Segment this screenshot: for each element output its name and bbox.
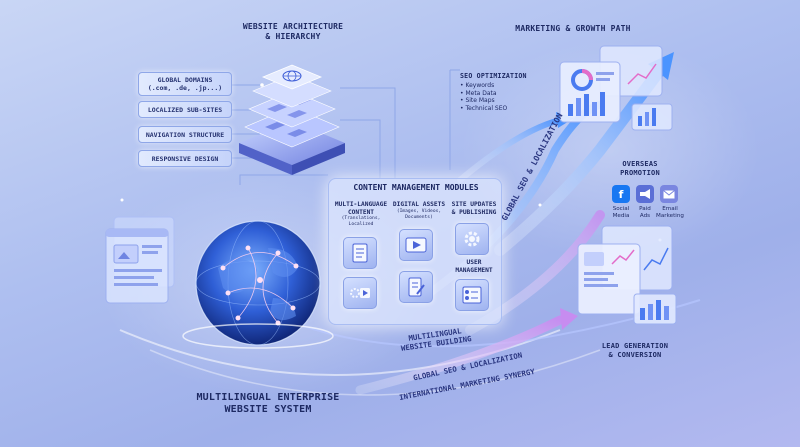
cms-col2-sub1: (Images, Videos, xyxy=(396,208,442,214)
facebook-icon: f xyxy=(612,185,630,203)
promo-social-line2: Media xyxy=(612,212,630,219)
pill-global-domains: GLOBAL DOMAINS (.com, .de, .jp...) xyxy=(138,72,232,96)
promo-email-line1: Email xyxy=(662,206,678,212)
cms-modules-panel: CONTENT MANAGEMENT MODULES MULTI-LANGUAG… xyxy=(328,178,502,325)
promo-paid-line2: Ads xyxy=(639,212,651,219)
pill-responsive-design: RESPONSIVE DESIGN xyxy=(138,150,232,167)
seo-item: • Site Maps xyxy=(460,97,495,104)
seo-item: • Keywords xyxy=(460,82,495,89)
browser-window-illustration xyxy=(105,216,175,304)
cms-col1-line1: MULTI-LANGUAGE xyxy=(334,201,388,208)
cms-col1-sub: (Translations, Localized xyxy=(341,216,381,227)
architecture-title: WEBSITE ARCHITECTURE & HIERARCHY xyxy=(228,22,358,42)
pill-navigation-structure: NAVIGATION STRUCTURE xyxy=(138,126,232,143)
cms-col-multilanguage: MULTI-LANGUAGE CONTENT (Translations, Lo… xyxy=(333,201,389,228)
analytics-dashboard-illustration xyxy=(559,45,673,131)
seo-list: • Keywords • Meta Data • Site Maps • Tec… xyxy=(460,82,527,112)
architecture-title-line2: & HIERARCHY xyxy=(265,32,321,41)
architecture-title-line1: WEBSITE ARCHITECTURE xyxy=(242,22,344,31)
cms-col2-sub2: Documents) xyxy=(405,214,433,220)
cms-col3-line2: & PUBLISHING xyxy=(451,208,497,216)
architecture-stack-illustration xyxy=(239,64,345,175)
lead-line1: LEAD GENERATION xyxy=(601,342,669,350)
user-list-icon xyxy=(455,279,489,311)
marketing-title: MARKETING & GROWTH PATH xyxy=(515,24,631,33)
cms-col2-line1: DIGITAL ASSETS xyxy=(392,201,446,208)
promo-social-line1: Social xyxy=(612,206,630,212)
media-settings-icon xyxy=(343,277,377,309)
promo-email-label: Email Marketing xyxy=(652,206,688,219)
lead-generation-title: LEAD GENERATION & CONVERSION xyxy=(590,342,680,360)
pill-localized-sub-sites: LOCALIZED SUB-SITES xyxy=(138,101,232,118)
promo-email-line2: Marketing xyxy=(656,212,684,219)
promo-social-label: Social Media xyxy=(606,206,636,219)
seo-item: • Meta Data xyxy=(460,89,497,97)
cms-col-site-updates: SITE UPDATES & PUBLISHING xyxy=(447,201,501,216)
video-icon xyxy=(399,229,433,261)
lead-dashboard-illustration xyxy=(577,225,677,325)
promo-paid-label: Paid Ads xyxy=(630,206,660,219)
overseas-promotion-title: OVERSEAS PROMOTION xyxy=(598,160,682,178)
seo-item: • Technical SEO xyxy=(460,104,508,112)
seo-block: SEO OPTIMIZATION • Keywords • Meta Data … xyxy=(460,72,527,112)
globe-illustration xyxy=(182,220,334,349)
lead-line2: & CONVERSION xyxy=(608,351,662,359)
gear-icon xyxy=(455,223,489,255)
cms-col3b-line2: MANAGEMENT xyxy=(455,266,493,274)
cms-col3-line1: SITE UPDATES xyxy=(451,201,497,208)
seo-title: SEO OPTIMIZATION xyxy=(460,72,527,80)
cms-col3b-line1: USER xyxy=(466,259,482,266)
cms-col-digital-assets: DIGITAL ASSETS (Images, Videos, Document… xyxy=(391,201,447,221)
main-title-line1: MULTILINGUAL ENTERPRISE xyxy=(196,392,340,403)
document-icon xyxy=(343,237,377,269)
edit-document-icon xyxy=(399,271,433,303)
cms-col-user-management: USER MANAGEMENT xyxy=(447,259,501,274)
promo-paid-line1: Paid xyxy=(639,206,651,212)
cms-col1-line2: CONTENT xyxy=(347,208,375,216)
main-title-line2: WEBSITE SYSTEM xyxy=(224,404,312,415)
main-title: MULTILINGUAL ENTERPRISE WEBSITE SYSTEM xyxy=(180,392,356,416)
megaphone-icon xyxy=(636,185,654,203)
email-icon xyxy=(660,185,678,203)
promo-title-line1: OVERSEAS xyxy=(622,160,658,168)
promo-title-line2: PROMOTION xyxy=(620,169,660,177)
cms-title: CONTENT MANAGEMENT MODULES xyxy=(353,183,479,192)
